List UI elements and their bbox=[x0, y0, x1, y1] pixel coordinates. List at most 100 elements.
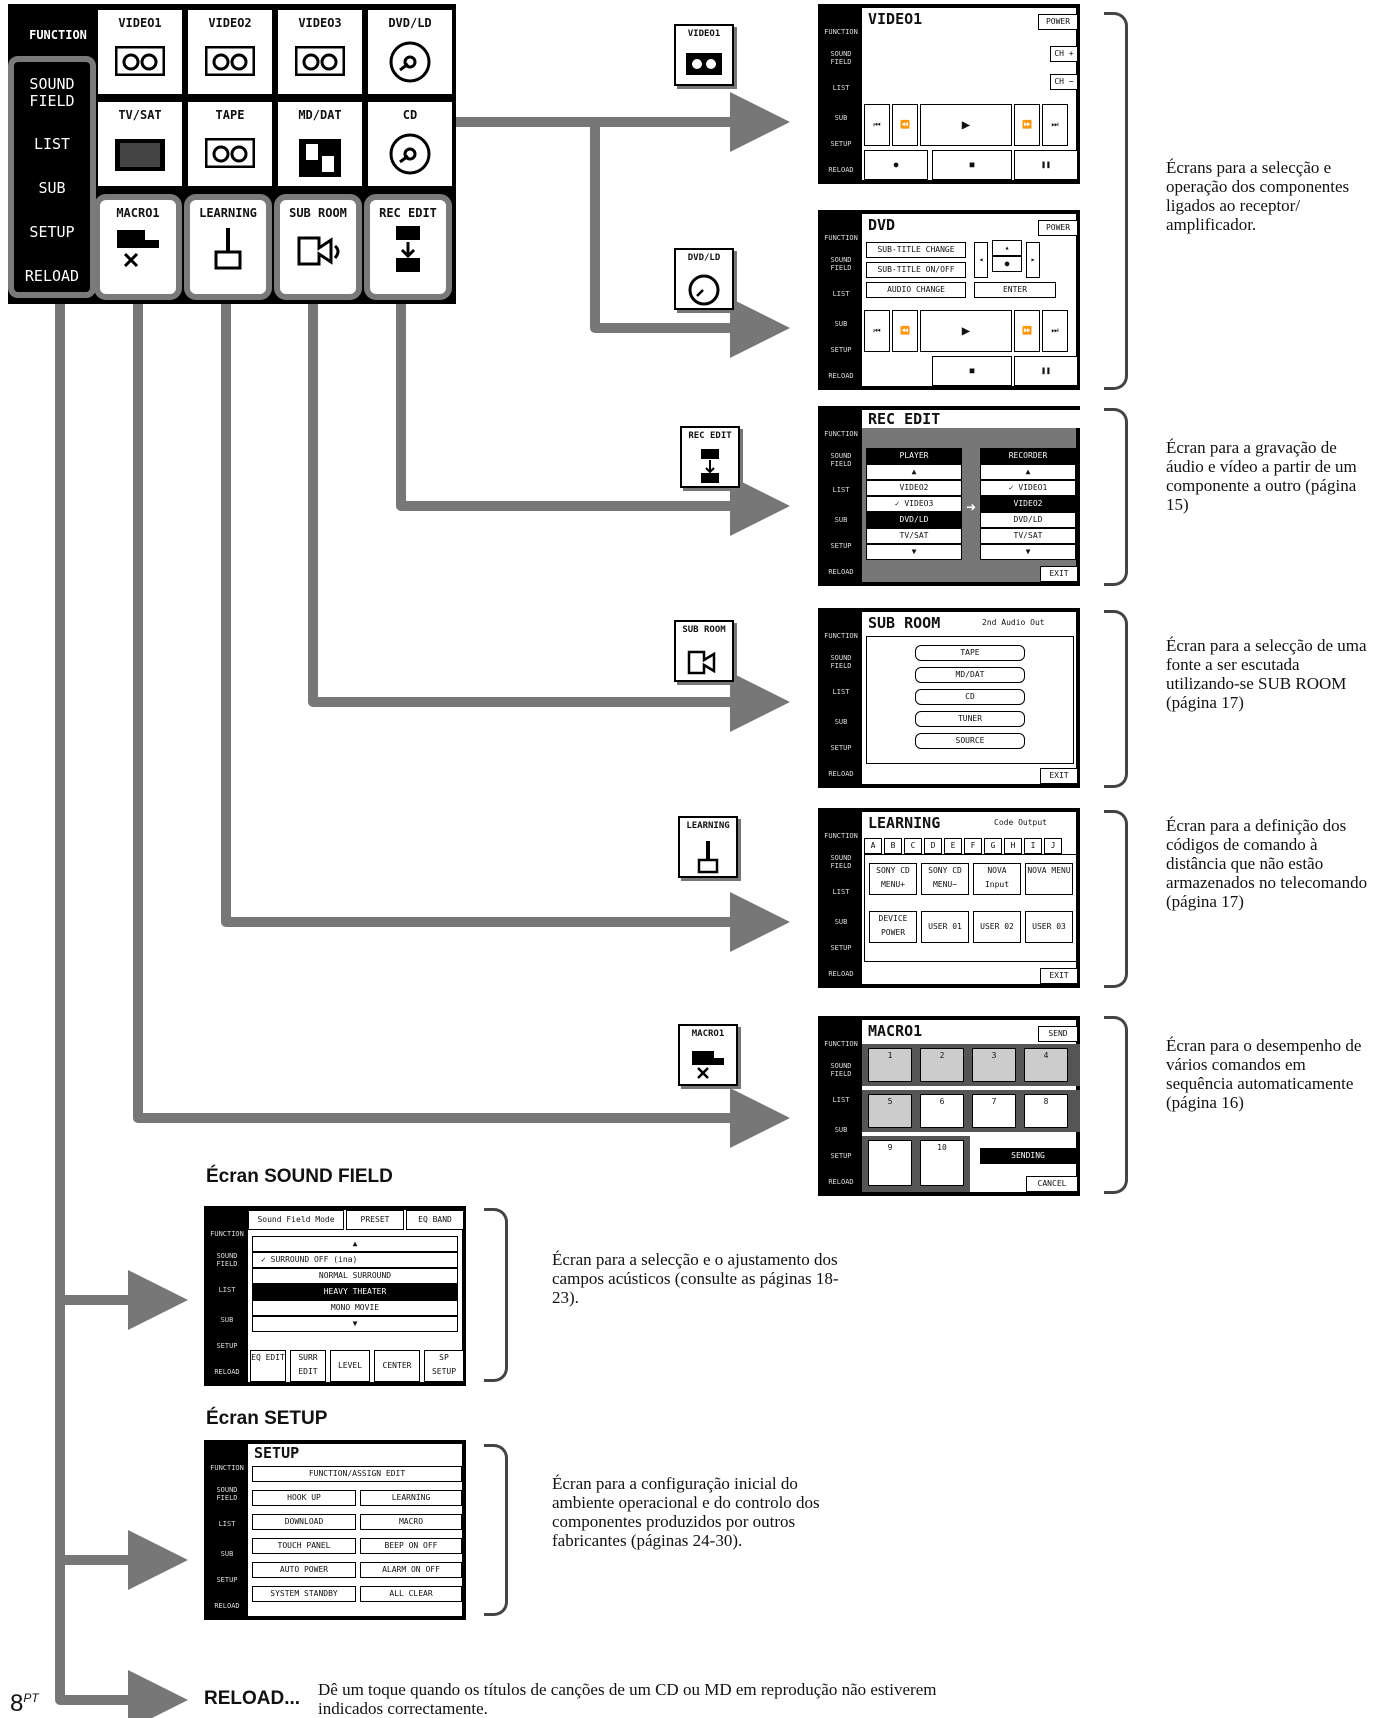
nav-sound-field[interactable]: SOUND FIELD bbox=[830, 854, 852, 870]
system-standby-button[interactable]: SYSTEM STANDBY bbox=[252, 1586, 356, 1602]
nav-function[interactable]: FUNCTION bbox=[824, 832, 858, 840]
eq-edit-button[interactable]: EQ EDIT bbox=[250, 1350, 286, 1382]
sp-setup-button[interactable]: SP SETUP bbox=[424, 1350, 464, 1382]
nav-reload[interactable]: RELOAD bbox=[828, 1178, 854, 1186]
power-button[interactable]: POWER bbox=[1038, 14, 1078, 30]
sound-field-item[interactable]: MONO MOVIE bbox=[252, 1300, 458, 1316]
nav-sub[interactable]: SUB bbox=[834, 918, 848, 926]
code-tab[interactable]: H bbox=[1004, 838, 1022, 854]
macro-step[interactable]: 5 bbox=[868, 1094, 912, 1128]
center-button[interactable]: CENTER bbox=[374, 1350, 420, 1382]
nav-function[interactable]: FUNCTION bbox=[824, 28, 858, 36]
learn-button[interactable]: NOVA MENU bbox=[1025, 863, 1073, 895]
exit-button[interactable]: EXIT bbox=[1040, 566, 1078, 582]
nav-reload[interactable]: RELOAD bbox=[214, 1602, 240, 1610]
nav-sub[interactable]: SUB bbox=[220, 1550, 234, 1558]
nav-list[interactable]: LIST bbox=[832, 486, 850, 494]
player-item[interactable]: ✓ VIDEO3 bbox=[866, 496, 962, 512]
macro-step[interactable]: 8 bbox=[1024, 1094, 1068, 1128]
tab-preset[interactable]: PRESET bbox=[346, 1210, 404, 1230]
macro-step[interactable]: 7 bbox=[972, 1094, 1016, 1128]
video2-button[interactable]: VIDEO2 bbox=[186, 8, 274, 96]
nav-setup[interactable]: SETUP bbox=[830, 542, 852, 550]
code-tab[interactable]: J bbox=[1044, 838, 1062, 854]
nav-list[interactable]: LIST bbox=[832, 888, 850, 896]
power-button[interactable]: POWER bbox=[1038, 220, 1078, 236]
nav-sub[interactable]: SUB bbox=[834, 516, 848, 524]
alarm-toggle[interactable]: ALARM ON OFF bbox=[360, 1562, 462, 1578]
code-tab[interactable]: I bbox=[1024, 838, 1042, 854]
nav-reload[interactable]: RELOAD bbox=[828, 568, 854, 576]
subtitle-on-off-button[interactable]: SUB-TITLE ON/OFF bbox=[866, 262, 966, 278]
learn-button[interactable]: USER 01 bbox=[921, 911, 969, 943]
macro-step[interactable]: 4 bbox=[1024, 1048, 1068, 1082]
player-item-selected[interactable]: DVD/LD bbox=[866, 512, 962, 528]
recorder-item[interactable]: TV/SAT bbox=[980, 528, 1076, 544]
beep-toggle[interactable]: BEEP ON OFF bbox=[360, 1538, 462, 1554]
next-track-button[interactable]: ⏭ bbox=[1042, 310, 1068, 352]
nav-function[interactable]: FUNCTION bbox=[210, 1464, 244, 1472]
subtitle-change-button[interactable]: SUB-TITLE CHANGE bbox=[866, 242, 966, 258]
macro1-button[interactable]: MACRO1 bbox=[94, 194, 182, 300]
download-button[interactable]: DOWNLOAD bbox=[252, 1514, 356, 1530]
learning-setup-button[interactable]: LEARNING bbox=[360, 1490, 462, 1506]
nav-reload[interactable]: RELOAD bbox=[828, 970, 854, 978]
sound-field-item[interactable]: ✓ SURROUND OFF (ina) bbox=[252, 1252, 458, 1268]
tv-sat-button[interactable]: TV/SAT bbox=[96, 100, 184, 188]
sound-field-item-selected[interactable]: HEAVY THEATER bbox=[252, 1284, 458, 1300]
learn-button[interactable]: SONY CD MENU+ bbox=[869, 863, 917, 895]
tape-button[interactable]: TAPE bbox=[186, 100, 274, 188]
player-up-button[interactable]: ▲ bbox=[866, 464, 962, 480]
nav-sub[interactable]: SUB bbox=[834, 320, 848, 328]
learn-button[interactable]: USER 03 bbox=[1025, 911, 1073, 943]
nav-list[interactable]: LIST bbox=[832, 1096, 850, 1104]
md-dat-button[interactable]: MD/DAT bbox=[276, 100, 364, 188]
nav-sub[interactable]: SUB bbox=[834, 718, 848, 726]
macro-step[interactable]: 10 bbox=[920, 1140, 964, 1186]
hook-up-button[interactable]: HOOK UP bbox=[252, 1490, 356, 1506]
sub-room-button[interactable]: SUB ROOM bbox=[274, 194, 362, 300]
rec-edit-button[interactable]: REC EDIT bbox=[364, 194, 452, 300]
exit-button[interactable]: EXIT bbox=[1040, 768, 1078, 784]
stop-button[interactable]: ■ bbox=[932, 356, 1012, 386]
nav-sound-field[interactable]: SOUND FIELD bbox=[830, 452, 852, 468]
nav-setup[interactable]: SETUP bbox=[830, 1152, 852, 1160]
function-assign-edit-button[interactable]: FUNCTION/ASSIGN EDIT bbox=[252, 1466, 462, 1482]
macro-step[interactable]: 1 bbox=[868, 1048, 912, 1082]
auto-power-button[interactable]: AUTO POWER bbox=[252, 1562, 356, 1578]
nav-sub[interactable]: SUB bbox=[834, 1126, 848, 1134]
touch-panel-button[interactable]: TOUCH PANEL bbox=[252, 1538, 356, 1554]
learn-button[interactable]: NOVA Input bbox=[973, 863, 1021, 895]
player-item[interactable]: VIDEO2 bbox=[866, 480, 962, 496]
nav-function[interactable]: FUNCTION bbox=[824, 430, 858, 438]
nav-setup[interactable]: SETUP bbox=[830, 944, 852, 952]
dvd-ld-button[interactable]: DVD/LD bbox=[366, 8, 454, 96]
tab-eq-band[interactable]: EQ BAND bbox=[406, 1210, 464, 1230]
nav-sound-field[interactable]: SOUND FIELD bbox=[830, 256, 852, 272]
source-item[interactable]: CD bbox=[915, 689, 1025, 705]
nav-reload[interactable]: RELOAD bbox=[828, 372, 854, 380]
side-item-sound-field[interactable]: SOUND FIELD bbox=[29, 75, 75, 110]
cursor-left-button[interactable]: ◂ bbox=[974, 242, 988, 278]
nav-reload[interactable]: RELOAD bbox=[828, 166, 854, 174]
nav-setup[interactable]: SETUP bbox=[216, 1576, 238, 1584]
source-item[interactable]: TAPE bbox=[915, 645, 1025, 661]
cursor-right-button[interactable]: ▸ bbox=[1026, 242, 1040, 278]
video1-button[interactable]: VIDEO1 bbox=[96, 8, 184, 96]
nav-sound-field[interactable]: SOUND FIELD bbox=[216, 1486, 238, 1502]
video3-button[interactable]: VIDEO3 bbox=[276, 8, 364, 96]
nav-sound-field[interactable]: SOUND FIELD bbox=[830, 50, 852, 66]
nav-sub[interactable]: SUB bbox=[834, 114, 848, 122]
nav-reload[interactable]: RELOAD bbox=[828, 770, 854, 778]
nav-sub[interactable]: SUB bbox=[220, 1316, 234, 1324]
enter-button[interactable]: ENTER bbox=[974, 282, 1056, 298]
exit-button[interactable]: EXIT bbox=[1040, 968, 1078, 984]
nav-reload[interactable]: RELOAD bbox=[214, 1368, 240, 1376]
list-up-button[interactable]: ▲ bbox=[252, 1236, 458, 1252]
code-tab[interactable]: C bbox=[904, 838, 922, 854]
tab-sound-field-mode[interactable]: Sound Field Mode bbox=[248, 1210, 344, 1230]
recorder-item-selected[interactable]: VIDEO2 bbox=[980, 496, 1076, 512]
sound-field-item[interactable]: NORMAL SURROUND bbox=[252, 1268, 458, 1284]
send-button[interactable]: SEND bbox=[1038, 1026, 1078, 1042]
code-tab[interactable]: G bbox=[984, 838, 1002, 854]
